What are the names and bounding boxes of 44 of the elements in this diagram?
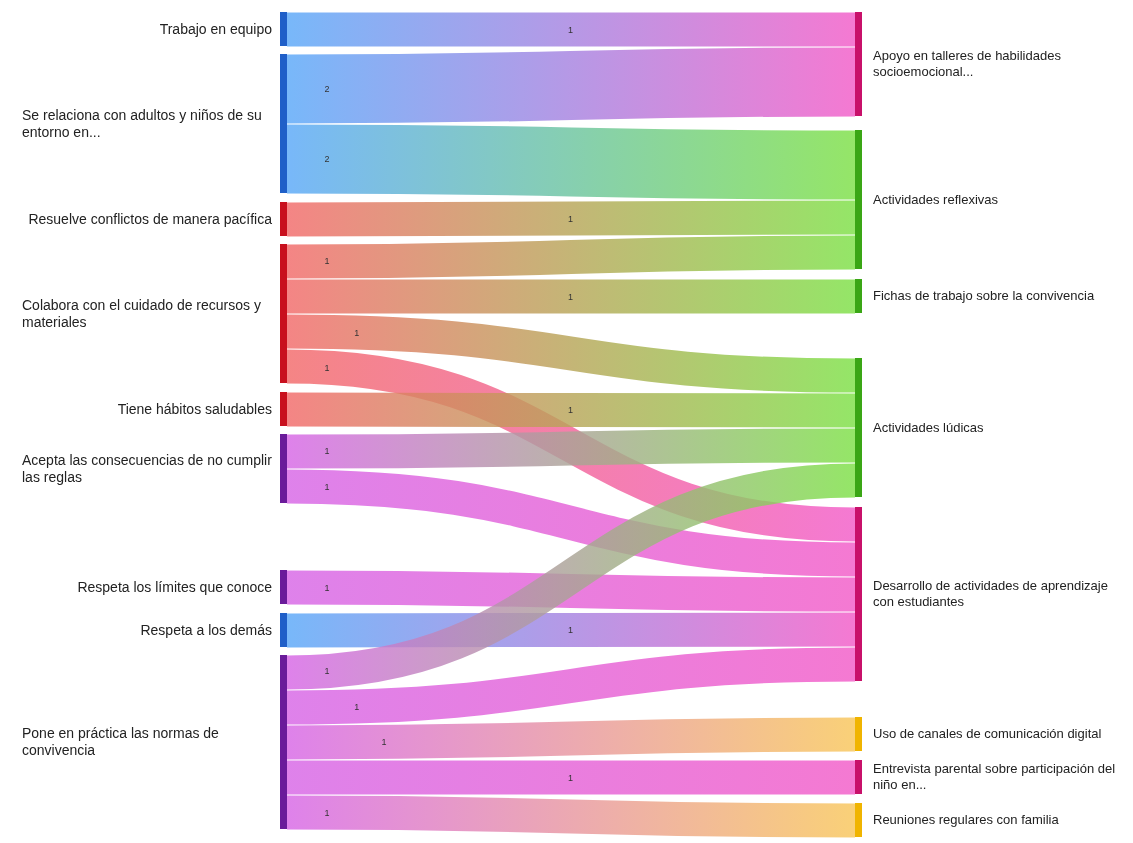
node-label: Uso de canales de comunicación digital [873,726,1102,742]
flow-band [287,12,855,47]
edge-label: 1 [324,482,330,492]
edge-label: 1 [568,213,573,224]
edge-label: 1 [324,807,330,818]
node-label: Trabajo en equipo [159,20,272,38]
node-label: Fichas de trabajo sobre la convivencia [873,288,1095,304]
flow-band [286,235,856,279]
node-label: Se relaciona con adultos y niños de su entorno en... [22,106,263,141]
flow-band [286,795,856,838]
node-label: Reuniones regulares con familia [873,812,1059,828]
edge-label: 2 [324,83,330,94]
edge-label: 1 [354,701,360,712]
edge-label: 1 [568,24,573,35]
edge-label: 1 [568,625,573,635]
edge-label: 1 [324,666,330,677]
node-label: Desarrollo de actividades de aprendizaje con estudiantes [873,578,1109,610]
node-label: Acepta las consecuencias de no cumplir las reglas [22,451,272,486]
node-label: Tiene hábitos saludables [117,400,272,418]
node-label: Resuelve conflictos de manera pacífica [28,210,272,228]
node-label: Respeta los límites que conoce [77,578,272,596]
flow-band [286,469,856,577]
edge-label: 1 [324,256,330,267]
flow-band [286,647,856,725]
edge-label: 1 [324,582,330,593]
node-label: Entrevista parental sobre participación del niño en... [873,761,1117,793]
node-label: Actividades lúdicas [873,419,984,436]
edge-label: 1 [324,446,330,457]
flow-band [287,200,855,237]
edge-label: 1 [354,327,360,338]
node-label: Colabora con el cuidado de recursos y materiales [22,296,262,331]
edge-label: 1 [324,362,330,373]
node-label: Apoyo en talleres de habilidades socioemocional... [873,48,1062,80]
flow-band [286,349,856,542]
edge-label: 2 [324,154,330,165]
flow-band [286,314,856,393]
node-label: Respeta a los demás [140,621,272,639]
node-label: Actividades reflexivas [873,191,998,208]
flow-band [286,124,856,200]
node-label: Pone en práctica las normas de convivencia [22,725,220,759]
edge-label: 1 [568,772,573,783]
edge-label: 1 [568,291,573,302]
edge-label: 1 [568,405,573,415]
edge-label: 1 [381,737,387,748]
